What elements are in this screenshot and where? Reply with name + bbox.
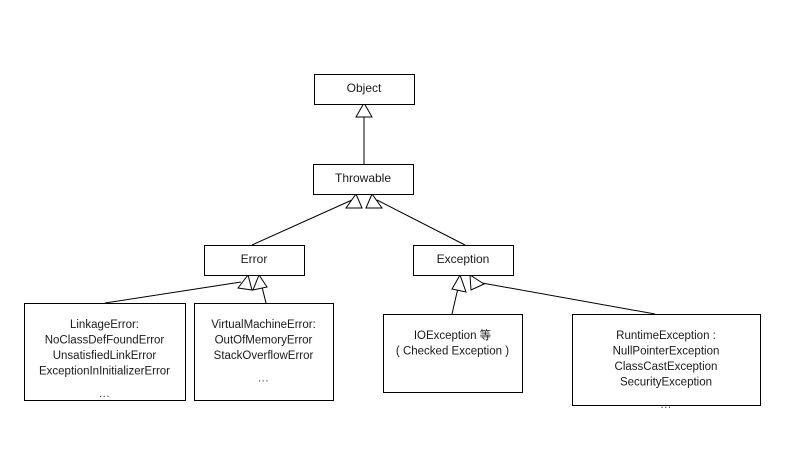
node-box[interactable] <box>413 245 514 276</box>
edge-io-exception-arrowhead <box>451 273 467 293</box>
node-label-line: SecurityException <box>620 376 712 388</box>
node-label-line: IOException 等 <box>414 328 491 342</box>
node-label-line: ( Checked Exception ) <box>396 345 509 357</box>
edges-layer <box>104 101 656 315</box>
node-linkage-error[interactable]: LinkageError: NoClassDefFoundErrorUnsatis… <box>24 303 186 401</box>
node-throwable[interactable]: Throwable <box>313 164 414 195</box>
inheritance-arrow-icon <box>469 274 486 291</box>
node-label-line: NoClassDefFoundError <box>45 334 165 346</box>
node-label-line: ClassCastException <box>615 361 718 373</box>
edge-runtime-exception-arrowhead <box>469 274 486 291</box>
edge-line <box>376 199 466 246</box>
node-box[interactable] <box>313 164 414 195</box>
node-label-line: Error <box>241 252 268 266</box>
node-label-line: Throwable <box>335 171 391 185</box>
edge-error-to-throwable <box>251 192 363 246</box>
node-box[interactable] <box>24 303 186 401</box>
node-box[interactable] <box>204 245 305 276</box>
node-label-line: UnsatisfiedLinkError <box>53 350 157 362</box>
node-label-line: StackOverflowError <box>214 350 314 362</box>
node-box[interactable] <box>194 303 334 401</box>
edge-exception-to-throwable <box>365 192 466 246</box>
node-label-line: Exception <box>437 252 490 266</box>
node-label-line: LinkageError: <box>70 319 139 331</box>
ellipsis-label: ... <box>99 388 110 400</box>
inheritance-arrow-icon <box>345 192 363 209</box>
edge-line <box>251 199 353 246</box>
node-exception[interactable]: Exception <box>413 245 514 276</box>
node-virtual-machine-error[interactable]: VirtualMachineError: OutOfMemoryErrorStac… <box>194 303 334 401</box>
node-error[interactable]: Error <box>204 245 305 276</box>
edge-io-exception-to-exception <box>451 287 459 315</box>
node-label-line: VirtualMachineError: <box>211 319 316 331</box>
edge-line <box>451 287 459 315</box>
node-label-line: Object <box>347 81 382 95</box>
node-label-line: OutOfMemoryError <box>215 334 313 346</box>
inheritance-arrow-icon <box>237 273 253 291</box>
edge-throwable-to-object <box>355 101 373 164</box>
edge-runtime-exception-to-exception <box>481 282 656 315</box>
node-object[interactable]: Object <box>314 74 415 105</box>
node-box[interactable] <box>383 314 523 393</box>
node-box[interactable] <box>314 74 415 105</box>
node-label-line: RuntimeException : <box>616 330 716 342</box>
inheritance-arrow-icon <box>252 273 268 291</box>
ellipsis-label: ... <box>258 372 269 384</box>
ellipsis-label: ... <box>660 399 671 411</box>
edge-line <box>104 281 242 304</box>
node-io-exception[interactable]: IOException 等 ( Checked Exception ) <box>383 314 523 393</box>
inheritance-arrow-icon <box>355 101 373 118</box>
node-box[interactable] <box>572 314 761 406</box>
node-label-line: NullPointerException <box>613 345 720 357</box>
edge-virtual-machine-error-arrowhead <box>252 273 268 291</box>
inheritance-arrow-icon <box>451 273 467 293</box>
inheritance-arrow-icon <box>365 192 383 209</box>
node-label-line: ExceptionInInitializerError <box>39 365 170 377</box>
edge-linkage-error-to-error <box>104 273 253 304</box>
edge-line <box>481 282 656 315</box>
node-runtime-exception[interactable]: RuntimeException : NullPointerExceptionCl… <box>572 314 761 411</box>
